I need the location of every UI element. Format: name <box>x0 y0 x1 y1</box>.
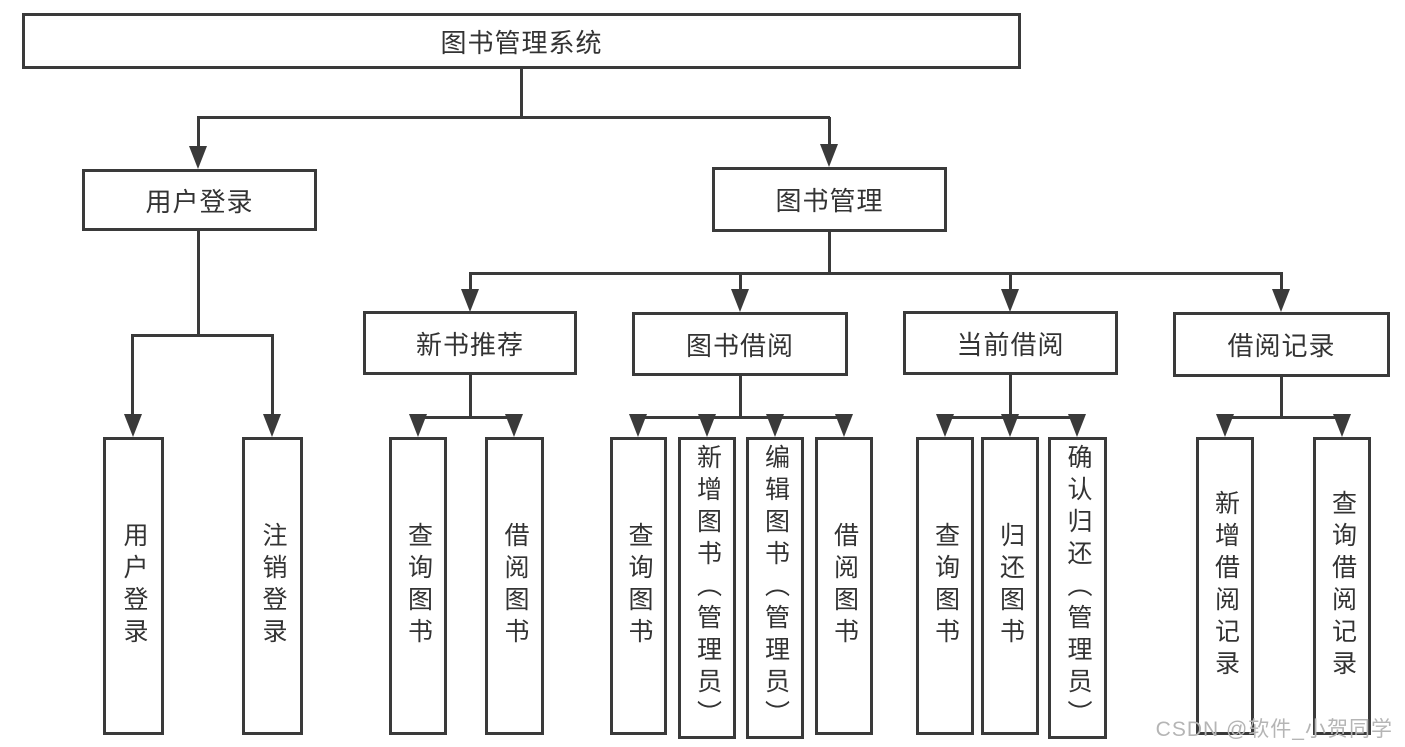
leaf-rec-query-books-label: 查询图书 <box>404 522 433 650</box>
arrowhead-icon <box>189 146 207 169</box>
node-book-borrowing: 图书借阅 <box>632 312 848 376</box>
leaf-rec-borrow-books-label: 借阅图书 <box>501 522 529 650</box>
connector <box>1009 273 1012 293</box>
arrowhead-icon <box>1001 289 1019 312</box>
arrowhead-icon <box>461 289 479 312</box>
arrowhead-icon <box>505 414 523 437</box>
leaf-query-borrow-record-label: 查询借阅记录 <box>1328 490 1357 682</box>
connector <box>739 375 742 417</box>
leaf-confirm-return-admin: 确认归还（管理员） <box>1048 437 1107 739</box>
leaf-current-query-books-label: 查询图书 <box>931 522 960 650</box>
node-library-management-system: 图书管理系统 <box>22 13 1021 69</box>
arrowhead-icon <box>1068 414 1086 437</box>
connector <box>197 116 830 119</box>
node-book-management: 图书管理 <box>712 167 947 232</box>
leaf-add-borrow-record-label: 新增借阅记录 <box>1211 490 1240 682</box>
arrowhead-icon <box>766 414 784 437</box>
leaf-logout: 注销登录 <box>242 437 303 735</box>
arrowhead-icon <box>124 414 142 437</box>
leaf-borrow-query-books: 查询图书 <box>610 437 667 735</box>
leaf-borrow-query-books-label: 查询图书 <box>625 522 653 650</box>
connector <box>1009 375 1012 417</box>
leaf-logout-label: 注销登录 <box>259 522 287 650</box>
leaf-add-books-admin: 新增图书（管理员） <box>678 437 736 739</box>
connector <box>469 375 472 417</box>
leaf-user-login: 用户登录 <box>103 437 164 735</box>
connector <box>520 69 523 117</box>
connector <box>197 231 200 335</box>
arrowhead-icon <box>835 414 853 437</box>
node-new-book-recommendation-label: 新书推荐 <box>415 329 524 360</box>
connector <box>131 335 134 417</box>
leaf-add-borrow-record: 新增借阅记录 <box>1196 437 1254 735</box>
connector <box>271 335 274 417</box>
connector <box>469 272 1283 275</box>
connector <box>197 117 200 149</box>
connector <box>1280 375 1283 417</box>
node-current-borrowing-label: 当前借阅 <box>956 329 1065 360</box>
leaf-add-books-admin-label: 新增图书（管理员） <box>693 444 722 732</box>
csdn-watermark: CSDN @软件_小贺同学 <box>1155 718 1393 741</box>
connector <box>417 416 516 419</box>
leaf-query-borrow-record: 查询借阅记录 <box>1313 437 1371 735</box>
arrowhead-icon <box>629 414 647 437</box>
node-user-login-label: 用户登录 <box>145 186 254 217</box>
leaf-return-books-label: 归还图书 <box>996 522 1025 650</box>
node-book-borrowing-label: 图书借阅 <box>685 330 794 361</box>
leaf-user-login-label: 用户登录 <box>120 522 148 650</box>
leaf-return-books: 归还图书 <box>981 437 1039 735</box>
connector <box>131 334 274 337</box>
connector <box>469 273 472 293</box>
node-borrowing-records-label: 借阅记录 <box>1227 331 1336 361</box>
arrowhead-icon <box>731 289 749 312</box>
connector <box>1224 416 1344 419</box>
node-book-management-label: 图书管理 <box>775 186 884 216</box>
leaf-edit-books-admin-label: 编辑图书（管理员） <box>761 444 790 732</box>
node-current-borrowing: 当前借阅 <box>903 311 1118 375</box>
connector <box>1280 273 1283 293</box>
connector <box>828 117 831 147</box>
arrowhead-icon <box>698 414 716 437</box>
arrowhead-icon <box>1272 289 1290 312</box>
arrowhead-icon <box>1216 414 1234 437</box>
leaf-rec-borrow-books: 借阅图书 <box>485 437 544 735</box>
arrowhead-icon <box>820 144 838 167</box>
arrowhead-icon <box>1001 414 1019 437</box>
node-new-book-recommendation: 新书推荐 <box>363 311 577 375</box>
leaf-borrow-books-label: 借阅图书 <box>830 522 859 650</box>
arrowhead-icon <box>409 414 427 437</box>
arrowhead-icon <box>1333 414 1351 437</box>
leaf-edit-books-admin: 编辑图书（管理员） <box>746 437 804 739</box>
node-library-management-system-label: 图书管理系统 <box>440 27 603 58</box>
node-borrowing-records: 借阅记录 <box>1173 312 1390 377</box>
leaf-confirm-return-admin-label: 确认归还（管理员） <box>1064 444 1092 732</box>
connector <box>739 273 742 293</box>
leaf-rec-query-books: 查询图书 <box>389 437 447 735</box>
arrowhead-icon <box>936 414 954 437</box>
leaf-current-query-books: 查询图书 <box>916 437 974 735</box>
connector <box>828 232 831 273</box>
arrowhead-icon <box>263 414 281 437</box>
node-user-login: 用户登录 <box>82 169 317 231</box>
connector <box>637 416 846 419</box>
leaf-borrow-books: 借阅图书 <box>815 437 873 735</box>
